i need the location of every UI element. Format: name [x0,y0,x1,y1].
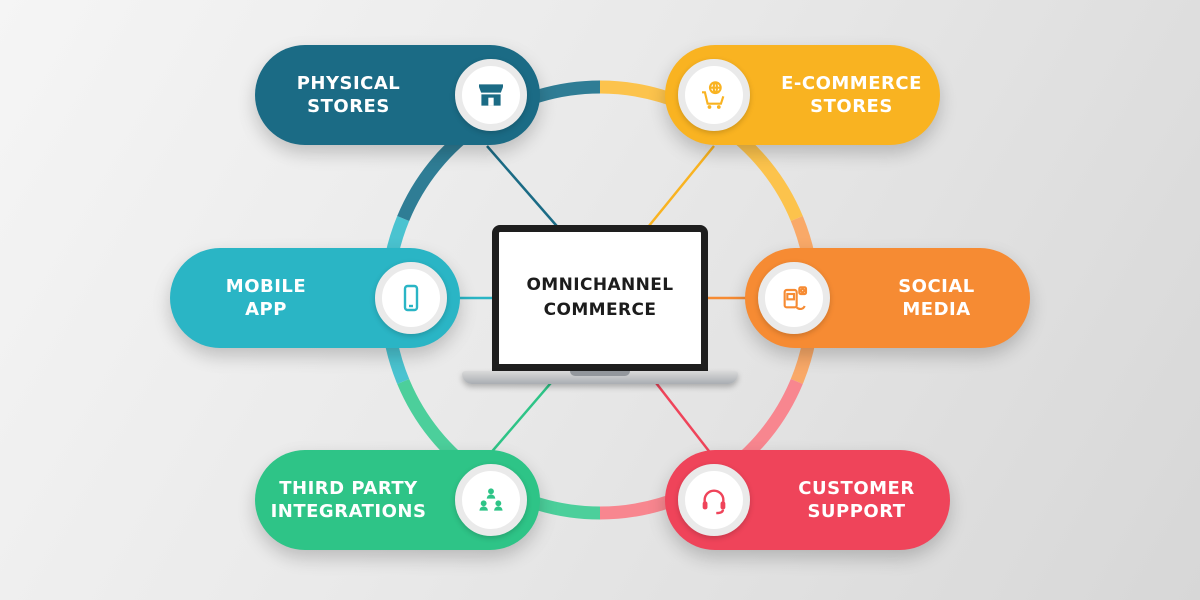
node-label: THIRD PARTY INTEGRATIONS [255,477,442,524]
node-label: CUSTOMER SUPPORT [763,477,950,524]
node-label-line2: APP [245,299,287,320]
cart-globe-icon [678,59,750,131]
node-label-line1: PHYSICAL [296,72,401,94]
node-label-line1: MOBILE [225,275,307,297]
center-title-line1: OMNICHANNEL [526,275,674,296]
people-network-icon [455,464,527,536]
node-physical-stores: PHYSICAL STORES [255,45,540,145]
laptop-screen: OMNICHANNEL COMMERCE [492,225,708,371]
center-title-line2: COMMERCE [543,300,657,320]
connector-physical [486,145,563,233]
node-social-media: SOCIAL MEDIA [745,248,1030,348]
connector-ecommerce [643,145,715,233]
node-label: E-COMMERCE STORES [763,72,940,119]
node-third-party-integrations: THIRD PARTY INTEGRATIONS [255,450,540,550]
laptop-notch [570,371,630,376]
node-ecommerce-stores: E-COMMERCE STORES [665,45,940,145]
node-label-line1: CUSTOMER [798,477,915,499]
node-label-line2: SUPPORT [807,501,906,522]
headset-icon [678,464,750,536]
connector-thirdparty [488,369,563,456]
node-mobile-app: MOBILE APP [170,248,460,348]
node-label-line1: THIRD PARTY [279,477,418,499]
connector-support [645,369,713,456]
smartphone-icon [375,262,447,334]
node-customer-support: CUSTOMER SUPPORT [665,450,950,550]
node-label-line1: E-COMMERCE [781,72,922,94]
node-label-line2: STORES [307,96,390,117]
storefront-icon [455,59,527,131]
node-label-line2: INTEGRATIONS [270,501,427,522]
node-label: MOBILE APP [170,275,362,322]
node-label-line1: SOCIAL [898,275,975,297]
node-label: PHYSICAL STORES [255,72,442,119]
node-label: SOCIAL MEDIA [843,275,1030,322]
node-label-line2: MEDIA [902,299,971,320]
laptop-base [462,371,738,384]
node-label-line2: STORES [810,96,893,117]
social-phone-icon [758,262,830,334]
